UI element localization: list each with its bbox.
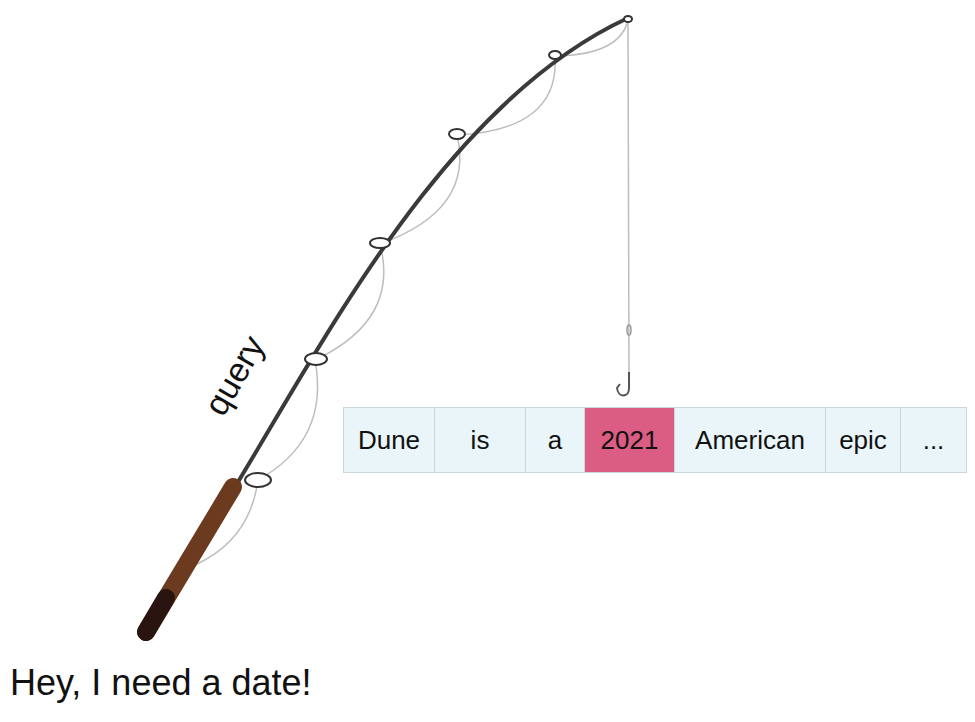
- token-text: a: [548, 425, 562, 456]
- caption-text: Hey, I need a date!: [10, 662, 312, 704]
- token-text: epic: [839, 425, 887, 456]
- hook: [617, 372, 629, 396]
- token-box: 2021: [584, 407, 675, 473]
- token-box: Dune: [343, 407, 435, 473]
- token-text: American: [695, 425, 805, 456]
- fishing-line: [195, 20, 629, 565]
- token-text: Dune: [358, 425, 420, 456]
- token-box: a: [525, 407, 585, 473]
- token-box: American: [674, 407, 826, 473]
- rod-handle: [146, 487, 233, 632]
- rod-butt: [146, 598, 166, 632]
- rod-label: query: [197, 328, 273, 421]
- token-text: 2021: [601, 425, 659, 456]
- line-bead: [627, 325, 631, 335]
- token-box: epic: [825, 407, 901, 473]
- token-box: is: [434, 407, 526, 473]
- rod-guides: [245, 16, 632, 487]
- token-box: ...: [900, 407, 967, 473]
- rod-blank: [238, 18, 628, 482]
- token-text: is: [471, 425, 490, 456]
- token-text: ...: [923, 425, 945, 456]
